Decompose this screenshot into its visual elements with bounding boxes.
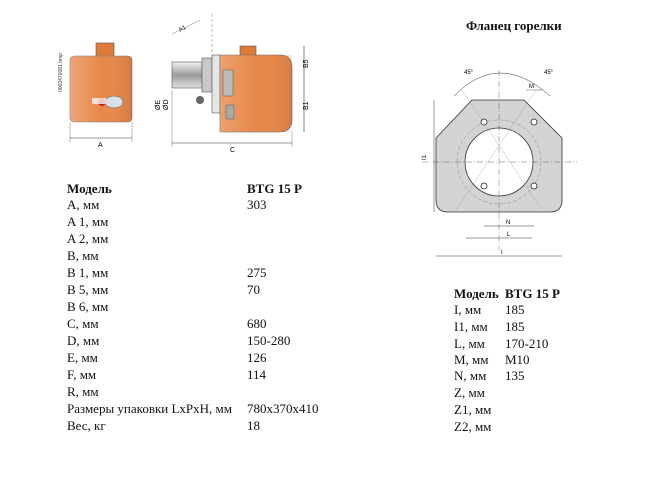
left-row-label: F, мм (67, 367, 97, 382)
right-row-label: M, мм (454, 352, 489, 367)
dim-m-label: M (529, 84, 534, 90)
left-row-label: C, мм (67, 316, 99, 331)
angle-right-label: 45° (544, 70, 554, 76)
dim-n-label: N (506, 220, 510, 226)
dim-i-label: I (501, 250, 503, 256)
bolt-hole (530, 118, 538, 126)
left-row-value: 680 (247, 316, 267, 331)
dim-c-label: C (230, 147, 235, 154)
dim-b5-label: B5 (303, 59, 310, 68)
left-row-value: 150-280 (247, 333, 291, 348)
bolt-hole (480, 182, 488, 190)
right-row-value: 185 (505, 302, 525, 317)
left-row-value: 780x370x410 (247, 401, 319, 416)
left-row-label: D, мм (67, 333, 100, 348)
dim-e-label: ØE (155, 100, 162, 110)
left-table-header-value: BTG 15 P (247, 181, 302, 196)
left-row-label: A, мм (67, 197, 100, 212)
right-row-value: 185 (505, 319, 525, 334)
right-row-value: 135 (505, 368, 525, 383)
flange-title: Фланец горелки (466, 18, 562, 33)
dim-a1-label: A1 (178, 25, 188, 34)
dim-a-label: A (98, 142, 103, 149)
left-row-value: 275 (247, 265, 267, 280)
right-row-value: 170-210 (505, 336, 549, 351)
left-row-label: R, мм (67, 384, 99, 399)
left-row-value: 303 (247, 197, 267, 212)
right-table-header-value: BTG 15 P (505, 286, 560, 301)
left-row-label: B, мм (67, 248, 99, 263)
burner-front-view (69, 42, 133, 123)
right-table-header-label: Модель (454, 286, 499, 301)
angle-left-label: 45° (464, 70, 474, 76)
dim-b1-label: B1 (303, 101, 310, 110)
right-row-label: Z1, мм (454, 402, 492, 417)
left-row-label: B 1, мм (67, 265, 109, 280)
burner-side-view (171, 45, 293, 133)
left-row-label: Размеры упаковки LxPxH, мм (67, 401, 232, 416)
right-row-label: N, мм (454, 368, 487, 383)
left-table-header-label: Модель (67, 181, 112, 196)
right-row-label: I1, мм (454, 319, 488, 334)
dim-i1-label: I1 (422, 154, 428, 160)
left-row-label: B 6, мм (67, 299, 109, 314)
bolt-hole (530, 182, 538, 190)
left-row-label: A 2, мм (67, 231, 109, 246)
left-row-label: E, мм (67, 350, 98, 365)
right-row-label: I, мм (454, 302, 482, 317)
left-row-label: Вес, кг (67, 418, 106, 433)
burner-drawing: 0002470081.bmp A C B5 B1 ØD ØE A1 (58, 14, 310, 154)
right-row-label: Z, мм (454, 385, 485, 400)
left-row-value: 126 (247, 350, 267, 365)
left-row-value: 70 (247, 282, 260, 297)
left-row-label: A 1, мм (67, 214, 109, 229)
dim-l-label: L (507, 232, 511, 238)
flange-drawing: 45° 45° M I1 N L I (422, 70, 577, 257)
right-row-label: Z2, мм (454, 419, 492, 434)
left-row-value: 18 (247, 418, 260, 433)
dim-d-label: ØD (163, 100, 170, 111)
left-row-label: B 5, мм (67, 282, 109, 297)
vertical-code: 0002470081.bmp (58, 53, 64, 92)
right-row-label: L, мм (454, 336, 485, 351)
right-row-value: M10 (505, 352, 530, 367)
left-row-value: 114 (247, 367, 267, 382)
